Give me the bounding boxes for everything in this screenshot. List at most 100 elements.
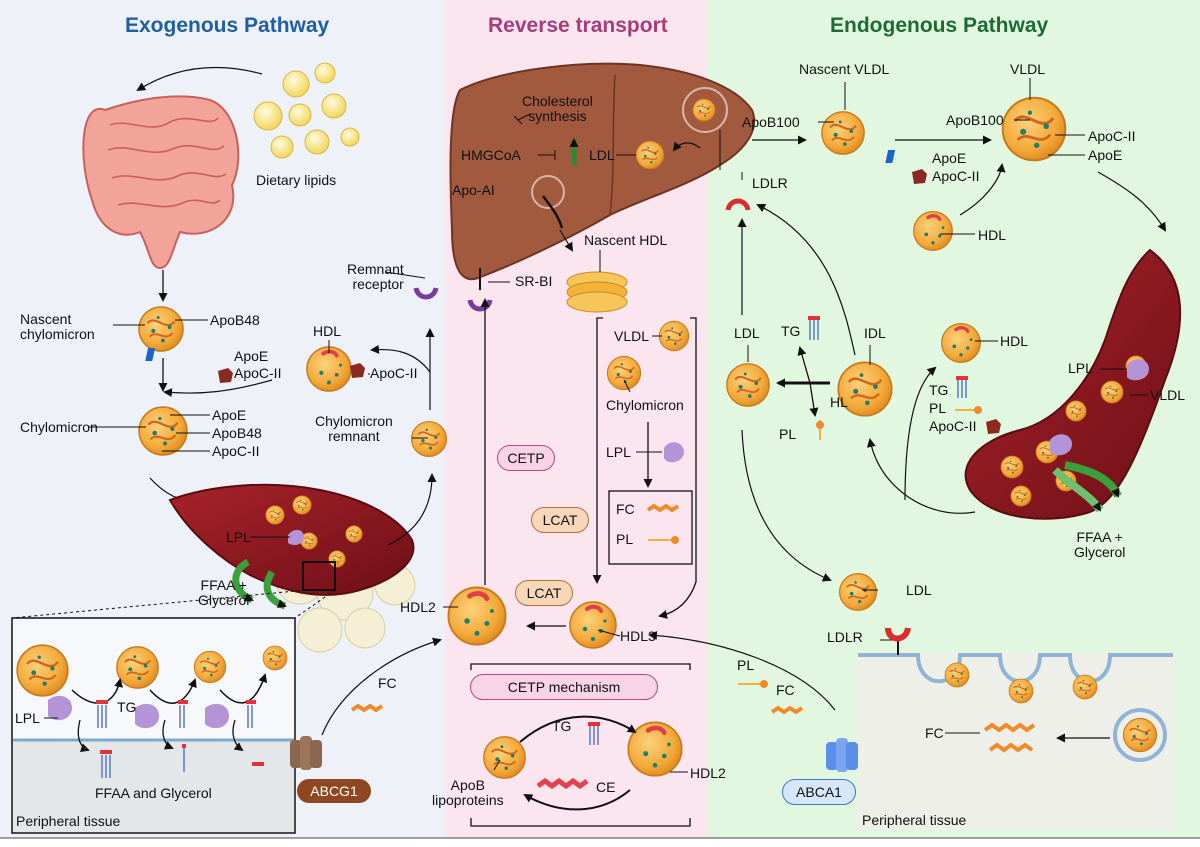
remnant-receptor-label: Remnant receptor [347,261,404,293]
apocii-label-a: ApoC-II [234,365,282,381]
apoe-label-endo-b: ApoE [932,150,967,166]
lcat-badge-1: LCAT [531,507,589,533]
abcg1-transporter [290,736,322,770]
cetp-badge: CETP [497,445,555,471]
apoe-label-endo-a: ApoE [1088,147,1123,163]
sr-bi-label: SR-BI [515,273,553,289]
nascent-vldl-particle [820,110,866,156]
hdl2-particle-cetp [628,722,681,775]
hdl-label-endo-b: HDL [1000,333,1029,349]
vldl-particle [1001,96,1067,162]
ldl-label-endo-a: LDL [734,325,760,341]
apo-ai-label: Apo-AI [452,182,495,198]
cetp-mechanism-badge: CETP mechanism [470,674,658,700]
chylomicron-particle [137,405,189,457]
apocii-label-endo-c: ApoC-II [929,418,977,434]
apocii-label-endo-a: ApoC-II [1088,128,1136,144]
nascent-chylomicron-particle [137,305,185,353]
hdl3-label: HDL3 [620,628,656,644]
intestine [82,95,240,270]
inset-ffaa-label: FFAA and Glycerol [95,785,212,801]
apob-lipoprotein-particle [482,735,527,780]
apoe-label-a: ApoE [234,348,269,364]
chylomicron-remnant-label: Chylomicron remnant [315,413,393,445]
ffaa-glycerol-label-exo: FFAA + Glycerol [198,577,250,609]
cholesterol-synthesis-label: Cholesterol synthesis [522,93,593,125]
vldl-label-endo: VLDL [1010,61,1046,77]
fc-label-endo-b: FC [925,725,944,741]
hdl3-particle [568,600,618,650]
ldlr-label-b: LDLR [827,629,863,645]
fc-label-endo-a: FC [776,682,795,698]
idl-label: IDL [864,325,886,341]
liver [449,62,756,281]
hdl-particle-exo [305,345,353,393]
lcat-badge-2: LCAT [515,580,573,606]
nascent-hdl-label: Nascent HDL [584,232,668,248]
vldl-label-rev: VLDL [614,328,650,344]
hdl-label-endo-a: HDL [978,227,1007,243]
fc-label-exo: FC [378,675,397,691]
lpl-label-rev: LPL [606,444,631,460]
hdl2-particle [448,587,505,644]
inset-lpl-label: LPL [15,710,40,726]
hdl-label-exo: HDL [313,323,342,339]
apob-lipoproteins-label: ApoB lipoproteins [432,777,504,809]
lpl-label-endo: LPL [1068,360,1093,376]
abca1-transporter [826,738,858,772]
nascent-vldl-label: Nascent VLDL [799,61,890,77]
vldl-particle-rev [658,320,690,352]
hmgcoa-label: HMGCoA [461,147,521,163]
ce-label: CE [596,779,616,795]
ldlr-label-a: LDLR [752,175,788,191]
hdl-particle-endo-b [940,322,982,364]
hdl-particle-endo-a [912,210,954,252]
pl-label-rev: PL [616,531,634,547]
ldl-particle-endo-b [838,572,878,612]
vldl-label-endo-b: VLDL [1150,387,1186,403]
chylomicron-particle-rev [606,355,642,391]
peripheral-tissue-label-exo: Peripheral tissue [16,813,121,829]
apocii-label-c: ApoC-II [370,365,418,381]
blood-vessel-endogenous [964,248,1182,520]
ldl-particle-endo-a [725,362,771,408]
nascent-chylomicron-label: Nascent chylomicron [20,311,95,343]
abcg1-badge: ABCG1 [297,779,371,803]
ffaa-glycerol-label-endo: FFAA + Glycerol [1074,529,1126,561]
abca1-badge: ABCA1 [782,779,856,805]
inset-tg-label: TG [117,699,137,715]
tg-label-endo-a: TG [781,323,801,339]
ldl-label-liver: LDL [589,147,615,163]
dietary-lipid-droplets [253,62,360,159]
apob48-label-a: ApoB48 [210,312,260,328]
endogenous-title: Endogenous Pathway [830,14,1049,37]
exogenous-title: Exogenous Pathway [125,14,330,37]
apob100-label-a: ApoB100 [742,114,800,130]
nascent-hdl-disc [566,271,628,313]
fc-label-rev: FC [616,501,635,517]
dietary-lipids-label: Dietary lipids [256,172,337,188]
peripheral-tissue-label-endo: Peripheral tissue [862,812,967,828]
chylomicron-label-rev: Chylomicron [606,397,684,413]
blood-vessel-exogenous [168,483,415,596]
apocii-label-b: ApoC-II [212,443,260,459]
ldl-label-endo-b: LDL [906,582,932,598]
ldl-particle-liver [635,140,665,170]
apob100-label-b: ApoB100 [946,112,1004,128]
chylomicron-label: Chylomicron [20,419,98,435]
apoe-label-b: ApoE [212,407,247,423]
lpl-label-exo: LPL [226,529,251,545]
tg-label-rev: TG [552,718,572,734]
chylomicron-remnant-particle [410,420,448,458]
tg-label-endo-b: TG [929,382,949,398]
hl-label: HL [830,394,848,410]
hdl2-label-cetp: HDL2 [690,765,726,781]
apob48-label-b: ApoB48 [212,425,262,441]
reverse-title: Reverse transport [488,14,668,37]
apocii-label-endo-b: ApoC-II [932,168,980,184]
pl-label-endo-c: PL [737,657,755,673]
pl-label-endo-a: PL [779,426,797,442]
pl-label-endo-b: PL [929,400,947,416]
